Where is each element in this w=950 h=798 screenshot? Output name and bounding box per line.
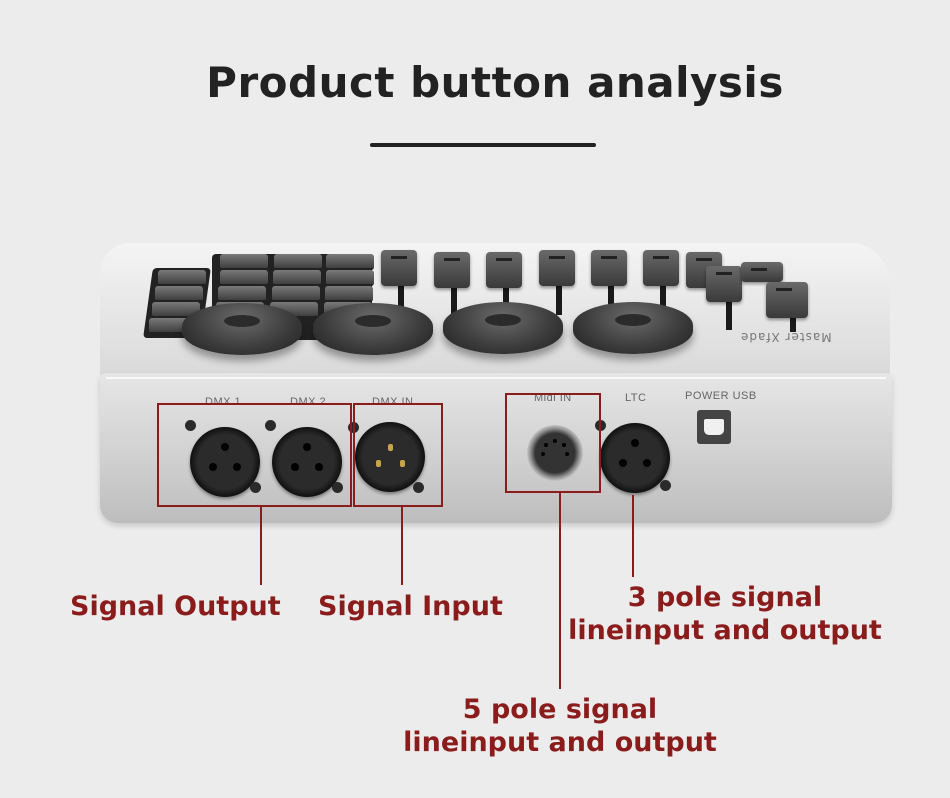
pin-hole	[562, 443, 566, 447]
highlight-signal-output	[157, 403, 352, 507]
fader-track	[790, 318, 796, 332]
screw-icon	[265, 420, 276, 431]
fader-track	[660, 285, 666, 310]
power-usb-port[interactable]	[697, 410, 731, 444]
callout-3-pole-line2: lineinput and output	[568, 615, 882, 646]
leader-line	[559, 491, 561, 689]
screw-icon	[413, 482, 424, 493]
callout-5-pole-line1: 5 pole signal	[462, 694, 658, 725]
port-label-dmx1: DMX 1	[205, 396, 242, 408]
fader-track	[726, 300, 732, 330]
fader-handle[interactable]	[381, 250, 417, 286]
screw-icon	[660, 480, 671, 491]
dmx1-port[interactable]	[190, 427, 260, 497]
highlight-midi-in	[505, 393, 601, 493]
fader-handle[interactable]	[766, 282, 808, 318]
screw-icon	[332, 482, 343, 493]
pin-hole	[619, 459, 627, 467]
pad-button[interactable]	[326, 254, 374, 270]
callout-signal-input: Signal Input	[318, 591, 503, 622]
pin-hole	[553, 439, 557, 443]
callout-5-pole-line2: lineinput and output	[403, 727, 717, 758]
pad-button[interactable]	[220, 270, 268, 286]
pin-hole	[631, 439, 639, 447]
pin	[376, 460, 381, 467]
ltc-port[interactable]	[600, 423, 670, 493]
leader-line	[401, 505, 403, 585]
highlight-signal-input	[353, 403, 443, 507]
fader-track	[556, 285, 562, 315]
pin-hole	[221, 443, 229, 451]
pin-hole	[209, 463, 217, 471]
pad-button[interactable]	[326, 270, 374, 286]
title-underline	[370, 143, 596, 147]
rotary-knob[interactable]	[443, 302, 563, 354]
rotary-knob[interactable]	[573, 302, 693, 354]
pad-button[interactable]	[152, 302, 200, 318]
page-title: Product button analysis	[206, 58, 784, 107]
port-label-midi-in: Midi IN	[534, 392, 572, 404]
pin-hole	[544, 443, 548, 447]
callout-5-pole: 5 pole signal lineinput and output	[395, 693, 725, 759]
fader-handle[interactable]	[741, 262, 783, 282]
fader-track	[398, 280, 404, 310]
pin	[400, 460, 405, 467]
pin-hole	[233, 463, 241, 471]
fader-track	[608, 285, 614, 310]
screw-icon	[250, 482, 261, 493]
rotary-knob[interactable]	[313, 303, 433, 355]
leader-line	[260, 505, 262, 585]
callout-3-pole: 3 pole signal lineinput and output	[560, 581, 890, 647]
pad-button[interactable]	[158, 270, 206, 286]
callout-3-pole-line1: 3 pole signal	[627, 582, 823, 613]
fader-handle[interactable]	[643, 250, 679, 286]
pad-button[interactable]	[155, 286, 203, 302]
pad-button[interactable]	[220, 254, 268, 270]
callout-signal-output: Signal Output	[70, 591, 281, 622]
pin-hole	[303, 443, 311, 451]
pin-hole	[541, 452, 545, 456]
pad-button[interactable]	[325, 286, 373, 302]
fader-handle[interactable]	[486, 252, 522, 288]
fader-track	[451, 285, 457, 315]
pin-hole	[565, 452, 569, 456]
port-label-power-usb: POWER USB	[685, 390, 757, 402]
rotary-knob[interactable]	[182, 303, 302, 355]
pad-button[interactable]	[218, 286, 266, 302]
dmx2-port[interactable]	[272, 427, 342, 497]
pad-button[interactable]	[272, 286, 320, 302]
pin-hole	[643, 459, 651, 467]
pin-hole	[315, 463, 323, 471]
port-label-ltc: LTC	[625, 392, 647, 404]
screw-icon	[185, 420, 196, 431]
pin-hole	[291, 463, 299, 471]
fader-handle[interactable]	[434, 252, 470, 288]
leader-line	[632, 495, 634, 577]
pad-button[interactable]	[274, 254, 322, 270]
fader-handle[interactable]	[539, 250, 575, 286]
fader-handle[interactable]	[706, 266, 742, 302]
pad-button[interactable]	[273, 270, 321, 286]
port-label-dmx-in: DMX IN	[372, 396, 414, 408]
port-label-dmx2: DMX 2	[290, 396, 327, 408]
dmx-in-port[interactable]	[355, 422, 425, 492]
panel-label: Master Xfade	[740, 330, 832, 344]
midi-in-port[interactable]	[527, 425, 583, 481]
pin	[388, 444, 393, 451]
fader-handle[interactable]	[591, 250, 627, 286]
